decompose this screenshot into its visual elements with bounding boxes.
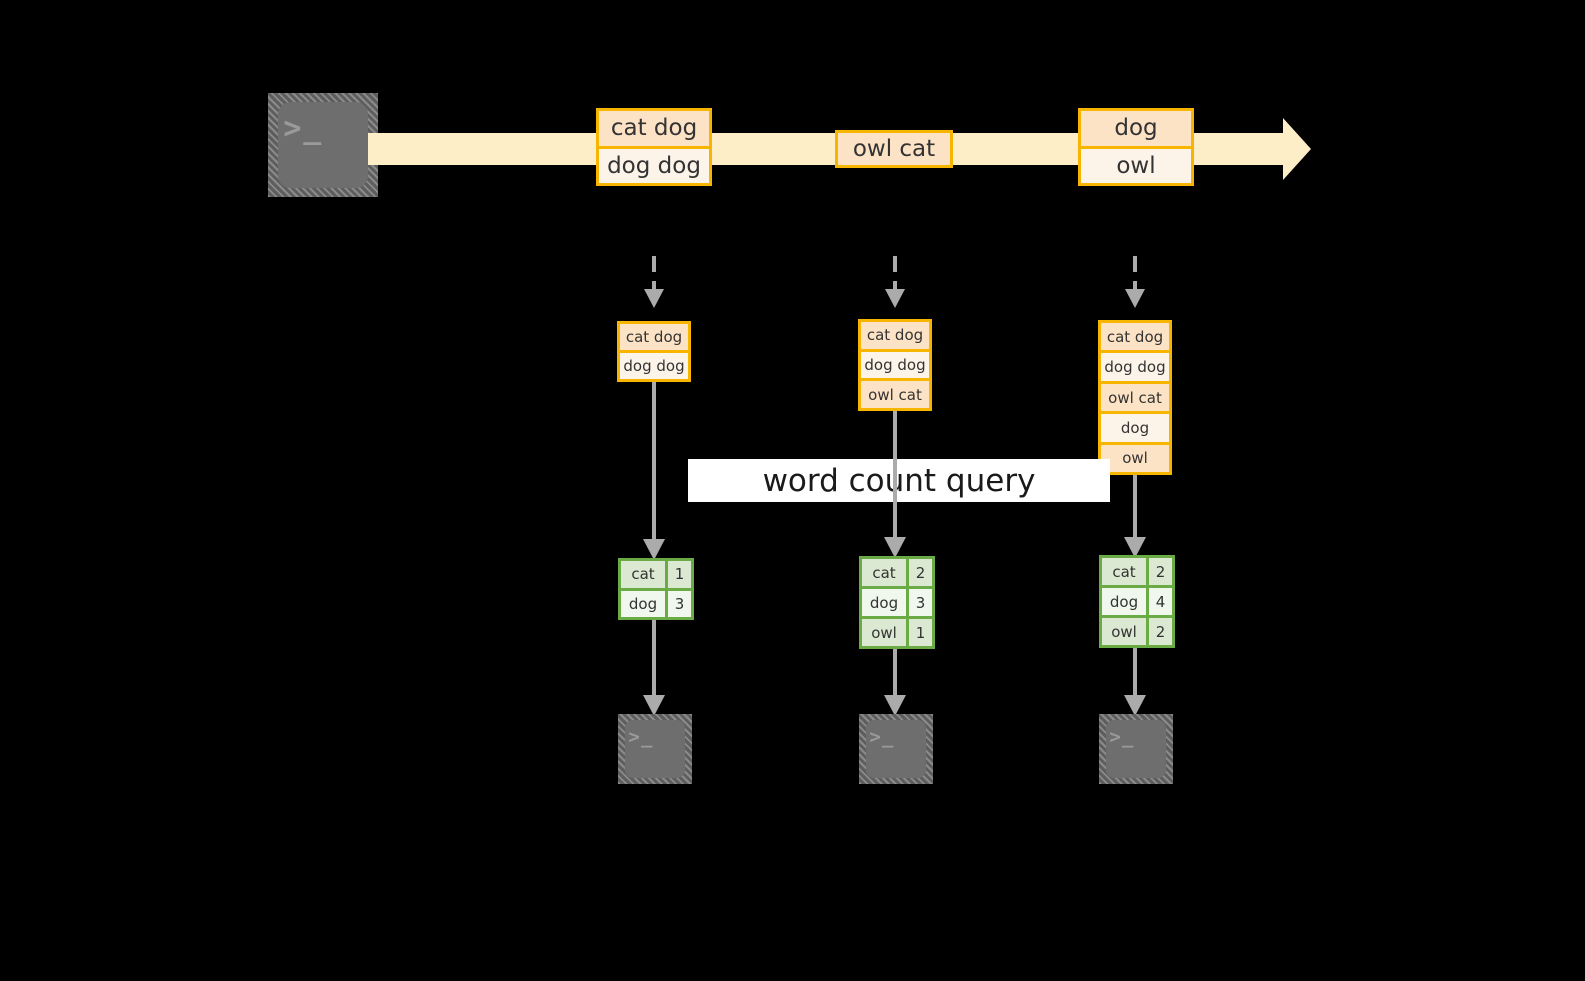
input-record-row: dog <box>1101 411 1169 442</box>
input-record-row: owl cat <box>1101 380 1169 412</box>
column-1-result-table: cat 1 dog 3 <box>618 558 694 620</box>
sink-arrow-3 <box>1121 648 1151 716</box>
stream-record-group-3: dog owl <box>1078 108 1194 186</box>
result-row: cat 2 <box>1102 558 1172 585</box>
terminal-screen <box>865 720 927 778</box>
stream-arrow-head <box>1283 118 1311 180</box>
result-count-cell: 1 <box>665 561 691 588</box>
terminal-prompt-glyph: >_ <box>628 726 654 748</box>
input-record-row: cat dog <box>620 324 688 350</box>
terminal-screen <box>624 720 686 778</box>
source-terminal-icon: >_ <box>268 93 378 197</box>
result-word-cell: cat <box>862 559 907 586</box>
query-arrow-1 <box>640 382 670 560</box>
terminal-prompt-glyph: >_ <box>1109 726 1135 748</box>
terminal-prompt-glyph: >_ <box>869 726 895 748</box>
column-2-result-table: cat 2 dog 3 owl 1 <box>859 556 935 649</box>
result-word-cell: cat <box>621 561 666 588</box>
result-count-cell: 3 <box>906 589 932 616</box>
input-record-row: dog dog <box>861 348 929 379</box>
dashed-trigger-arrow-2 <box>881 256 911 308</box>
result-row: dog 3 <box>862 586 932 616</box>
result-row: owl 1 <box>862 616 932 646</box>
stream-record-group-2: owl cat <box>835 130 953 168</box>
dashed-trigger-arrow-3 <box>1121 256 1151 308</box>
column-2-input-records: cat dog dog dog owl cat <box>858 319 932 411</box>
result-row: cat 2 <box>862 559 932 586</box>
terminal-screen <box>1105 720 1167 778</box>
stream-record-group-1: cat dog dog dog <box>596 108 712 186</box>
stream-record-line: dog dog <box>599 145 709 183</box>
result-word-cell: dog <box>621 590 666 617</box>
result-row: dog 3 <box>621 587 691 617</box>
input-record-row: cat dog <box>1101 323 1169 351</box>
result-count-cell: 2 <box>1146 558 1172 585</box>
terminal-prompt-glyph: >_ <box>283 110 324 146</box>
query-arrow-2-overlay <box>881 459 911 502</box>
result-word-cell: dog <box>1102 588 1147 615</box>
input-record-row: dog dog <box>1101 350 1169 381</box>
column-2-sink-terminal-icon: >_ <box>859 714 933 784</box>
sink-arrow-2 <box>881 649 911 716</box>
result-count-cell: 3 <box>665 590 691 617</box>
result-count-cell: 1 <box>906 619 932 646</box>
column-1-sink-terminal-icon: >_ <box>618 714 692 784</box>
sink-arrow-1 <box>640 620 670 716</box>
stream-record-line: owl cat <box>838 133 950 165</box>
result-count-cell: 4 <box>1146 588 1172 615</box>
column-3-sink-terminal-icon: >_ <box>1099 714 1173 784</box>
column-1-input-records: cat dog dog dog <box>617 321 691 382</box>
dashed-trigger-arrow-1 <box>640 256 670 308</box>
stream-record-line: cat dog <box>599 111 709 146</box>
result-count-cell: 2 <box>906 559 932 586</box>
result-word-cell: dog <box>862 589 907 616</box>
query-arrow-3 <box>1121 475 1151 558</box>
terminal-screen <box>277 102 369 188</box>
stream-record-line: dog <box>1081 111 1191 146</box>
query-label-band: word count query <box>688 459 1110 502</box>
stream-record-line: owl <box>1081 145 1191 183</box>
result-row: owl 2 <box>1102 615 1172 645</box>
input-record-row: owl <box>1101 441 1169 473</box>
input-record-row: owl cat <box>861 378 929 409</box>
result-word-cell: owl <box>862 619 907 646</box>
query-label-text: word count query <box>762 462 1036 499</box>
result-row: dog 4 <box>1102 585 1172 615</box>
result-word-cell: cat <box>1102 558 1147 585</box>
column-3-result-table: cat 2 dog 4 owl 2 <box>1099 555 1175 648</box>
result-count-cell: 2 <box>1146 618 1172 645</box>
column-3-input-records: cat dog dog dog owl cat dog owl <box>1098 320 1172 475</box>
result-word-cell: owl <box>1102 618 1147 645</box>
input-record-row: cat dog <box>861 322 929 349</box>
input-record-row: dog dog <box>620 350 688 379</box>
result-row: cat 1 <box>621 561 691 588</box>
